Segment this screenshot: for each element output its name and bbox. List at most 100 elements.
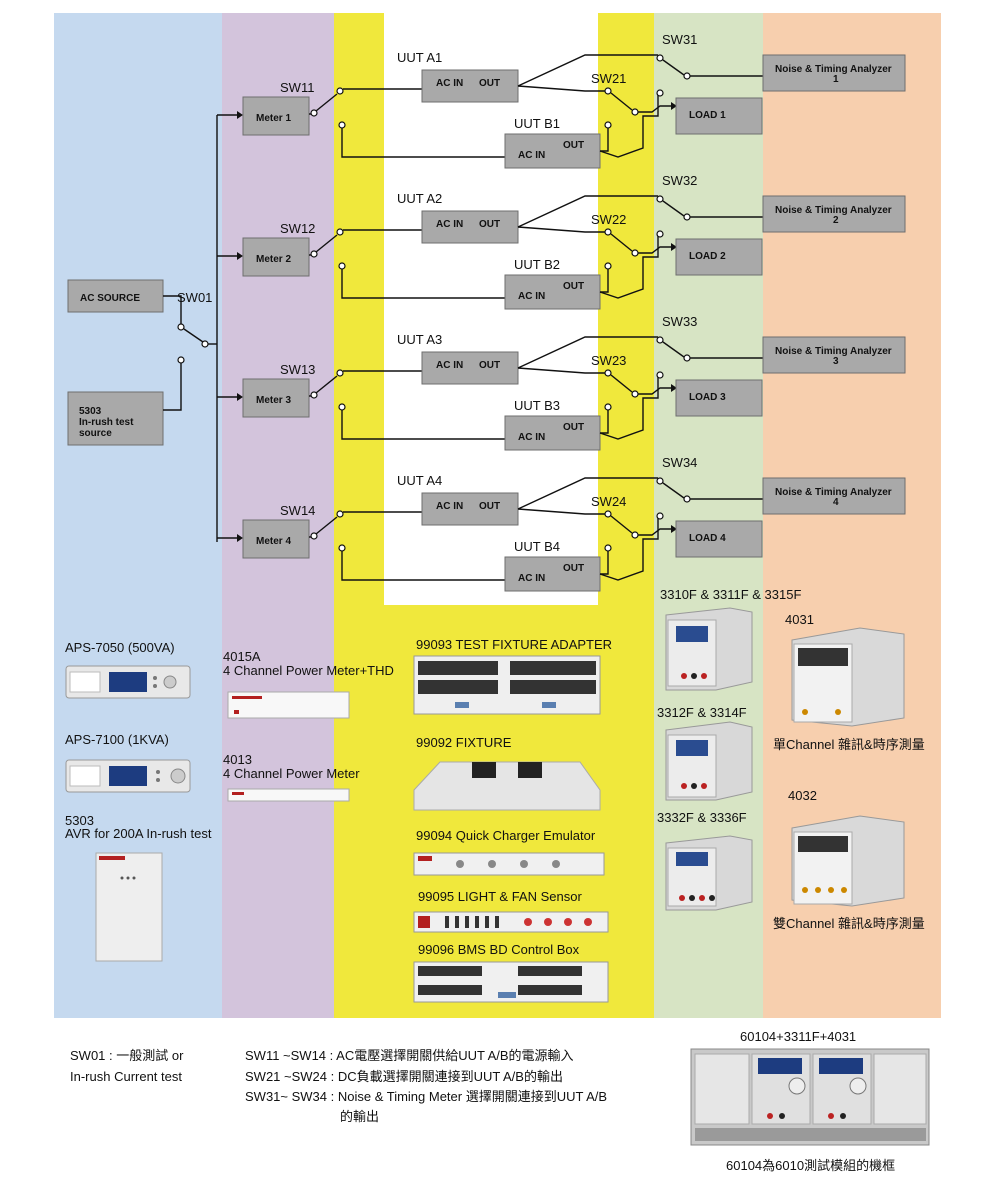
fixture-99096-label: 99096 BMS BD Control Box: [418, 942, 580, 957]
sw1-blade-2: [315, 234, 338, 253]
analyzer-4032-desc: 雙Channel 雜訊&時序測量: [773, 916, 925, 931]
meter4015a-image: [227, 691, 350, 719]
load-arrow-4: [671, 525, 677, 533]
uut-a-acin-1: AC IN: [436, 78, 463, 89]
sw3-contact-a-1: [656, 54, 664, 62]
sw2-blade-3: [610, 374, 633, 393]
note-sw01-2: In-rush Current test: [70, 1069, 182, 1084]
uut-b-out-4: OUT: [563, 563, 584, 574]
meter-arrow-1: [237, 111, 243, 119]
sw3-pivot-4: [683, 495, 691, 503]
sw01-contact-b: [177, 356, 185, 364]
uut-b-to-sw3-4: [599, 518, 659, 581]
load-model-label-1: 3310F & 3311F & 3315F: [660, 587, 801, 602]
inrush-wire: [163, 362, 182, 411]
sw2-contact-a-3: [604, 369, 612, 377]
meter4013-label-2: 4 Channel Power Meter: [223, 766, 360, 781]
sw3-blade-4: [662, 482, 685, 499]
sw2-pivot-3: [631, 390, 639, 398]
uut-b-out-1: OUT: [563, 140, 584, 151]
analyzer-4031-image: [791, 627, 905, 727]
uut-a-to-sw2-1: [517, 85, 605, 92]
sw3-contact-a-4: [656, 477, 664, 485]
analyzer-number-3: 3: [833, 356, 839, 367]
load-label-3: LOAD 3: [689, 392, 726, 403]
sw2-to-load-1: [638, 105, 676, 113]
meter-box-2: [242, 237, 310, 277]
wire-to-uut-b-3: [341, 410, 505, 440]
load-box-2: [675, 238, 763, 276]
meter-label-4: Meter 4: [256, 536, 291, 547]
sw2-label-1: SW21: [591, 71, 626, 86]
sw2-label-4: SW24: [591, 494, 626, 509]
uut-a-box-4: [421, 492, 519, 526]
uut-a-to-sw2-3: [517, 367, 605, 374]
sw3-pivot-2: [683, 213, 691, 221]
uut-b-to-sw3-3: [599, 377, 659, 440]
meter-box-4: [242, 519, 310, 559]
uut-a-out-4: OUT: [479, 501, 500, 512]
uut-b-to-sw2-3: [600, 410, 609, 434]
note-sw21: SW21 ~SW24 : DC負載選擇開關連接到UUT A/B的輸出: [245, 1069, 563, 1084]
sw1-label-4: SW14: [280, 503, 315, 518]
meter4015a-label-2: 4 Channel Power Meter+THD: [223, 663, 394, 678]
sw2-blade-1: [610, 92, 633, 111]
analyzer-4031-label: 4031: [785, 612, 814, 627]
sw3-contact-b-3: [656, 371, 664, 379]
ac-source-wire: [163, 295, 182, 324]
analyzer-label-2: Noise & Timing Analyzer: [775, 205, 892, 216]
avr5303-label-2: AVR for 200A In-rush test: [65, 826, 212, 841]
sw2-pivot-1: [631, 108, 639, 116]
analyzer-number-4: 4: [833, 497, 839, 508]
sw1-contact-b-4: [338, 544, 346, 552]
uut-b-label-3: UUT B3: [514, 398, 560, 413]
fixture-99095-label: 99095 LIGHT & FAN Sensor: [418, 889, 582, 904]
load-model-label-3: 3332F & 3336F: [657, 810, 747, 825]
yellow-right-strip: [598, 13, 654, 608]
avr5303-image: [95, 852, 163, 962]
meter-column: [222, 13, 334, 1018]
wire-to-uut-b-1: [341, 128, 505, 158]
sw2-to-load-4: [638, 528, 676, 536]
sw3-label-3: SW33: [662, 314, 697, 329]
aps7100-label: APS-7100 (1KVA): [65, 732, 169, 747]
sw1-contact-a-2: [336, 228, 344, 236]
sw1-label-3: SW13: [280, 362, 315, 377]
sw3-pivot-3: [683, 354, 691, 362]
sw1-blade-1: [315, 93, 338, 112]
uut-a-to-sw2-4: [517, 508, 605, 515]
uut-b-acin-3: AC IN: [518, 432, 545, 443]
sw01-pivot: [201, 340, 209, 348]
sw2-contact-b-1: [604, 121, 612, 129]
sw3-contact-b-1: [656, 89, 664, 97]
fixture-99092-label: 99092 FIXTURE: [416, 735, 512, 750]
note-sw11: SW11 ~SW14 : AC電壓選擇開關供給UUT A/B的電源輸入: [245, 1048, 574, 1063]
uut-b-label-4: UUT B4: [514, 539, 560, 554]
sw3-blade-3: [662, 341, 685, 358]
sw2-blade-4: [610, 515, 633, 534]
uut-b-box-2: [504, 274, 601, 310]
inrush-source-box: [67, 391, 164, 446]
uut-a-label-3: UUT A3: [397, 332, 442, 347]
sw1-pivot-4: [310, 532, 318, 540]
sw1-contact-b-3: [338, 403, 346, 411]
sw3-pivot-1: [683, 72, 691, 80]
meter-label-2: Meter 2: [256, 254, 291, 265]
analyzer-4031-desc: 單Channel 雜訊&時序測量: [773, 737, 925, 752]
load-label-2: LOAD 2: [689, 251, 726, 262]
uut-a-label-2: UUT A2: [397, 191, 442, 206]
sw1-pivot-2: [310, 250, 318, 258]
meter-arrow-2: [237, 252, 243, 260]
uut-a-to-sw3-4: [517, 477, 658, 510]
analyzer-4032-label: 4032: [788, 788, 817, 803]
wire-to-uut-b-4: [341, 551, 505, 581]
uut-a-acin-3: AC IN: [436, 360, 463, 371]
uut-a-out-3: OUT: [479, 360, 500, 371]
uut-b-to-sw3-1: [599, 95, 659, 158]
fixture-99095-image: [413, 911, 609, 933]
load-arrow-3: [671, 384, 677, 392]
analyzer-label-1: Noise & Timing Analyzer: [775, 64, 892, 75]
aps7100-image: [65, 759, 191, 793]
meter4013-label-1: 4013: [223, 752, 252, 767]
meter-label-1: Meter 1: [256, 113, 291, 124]
